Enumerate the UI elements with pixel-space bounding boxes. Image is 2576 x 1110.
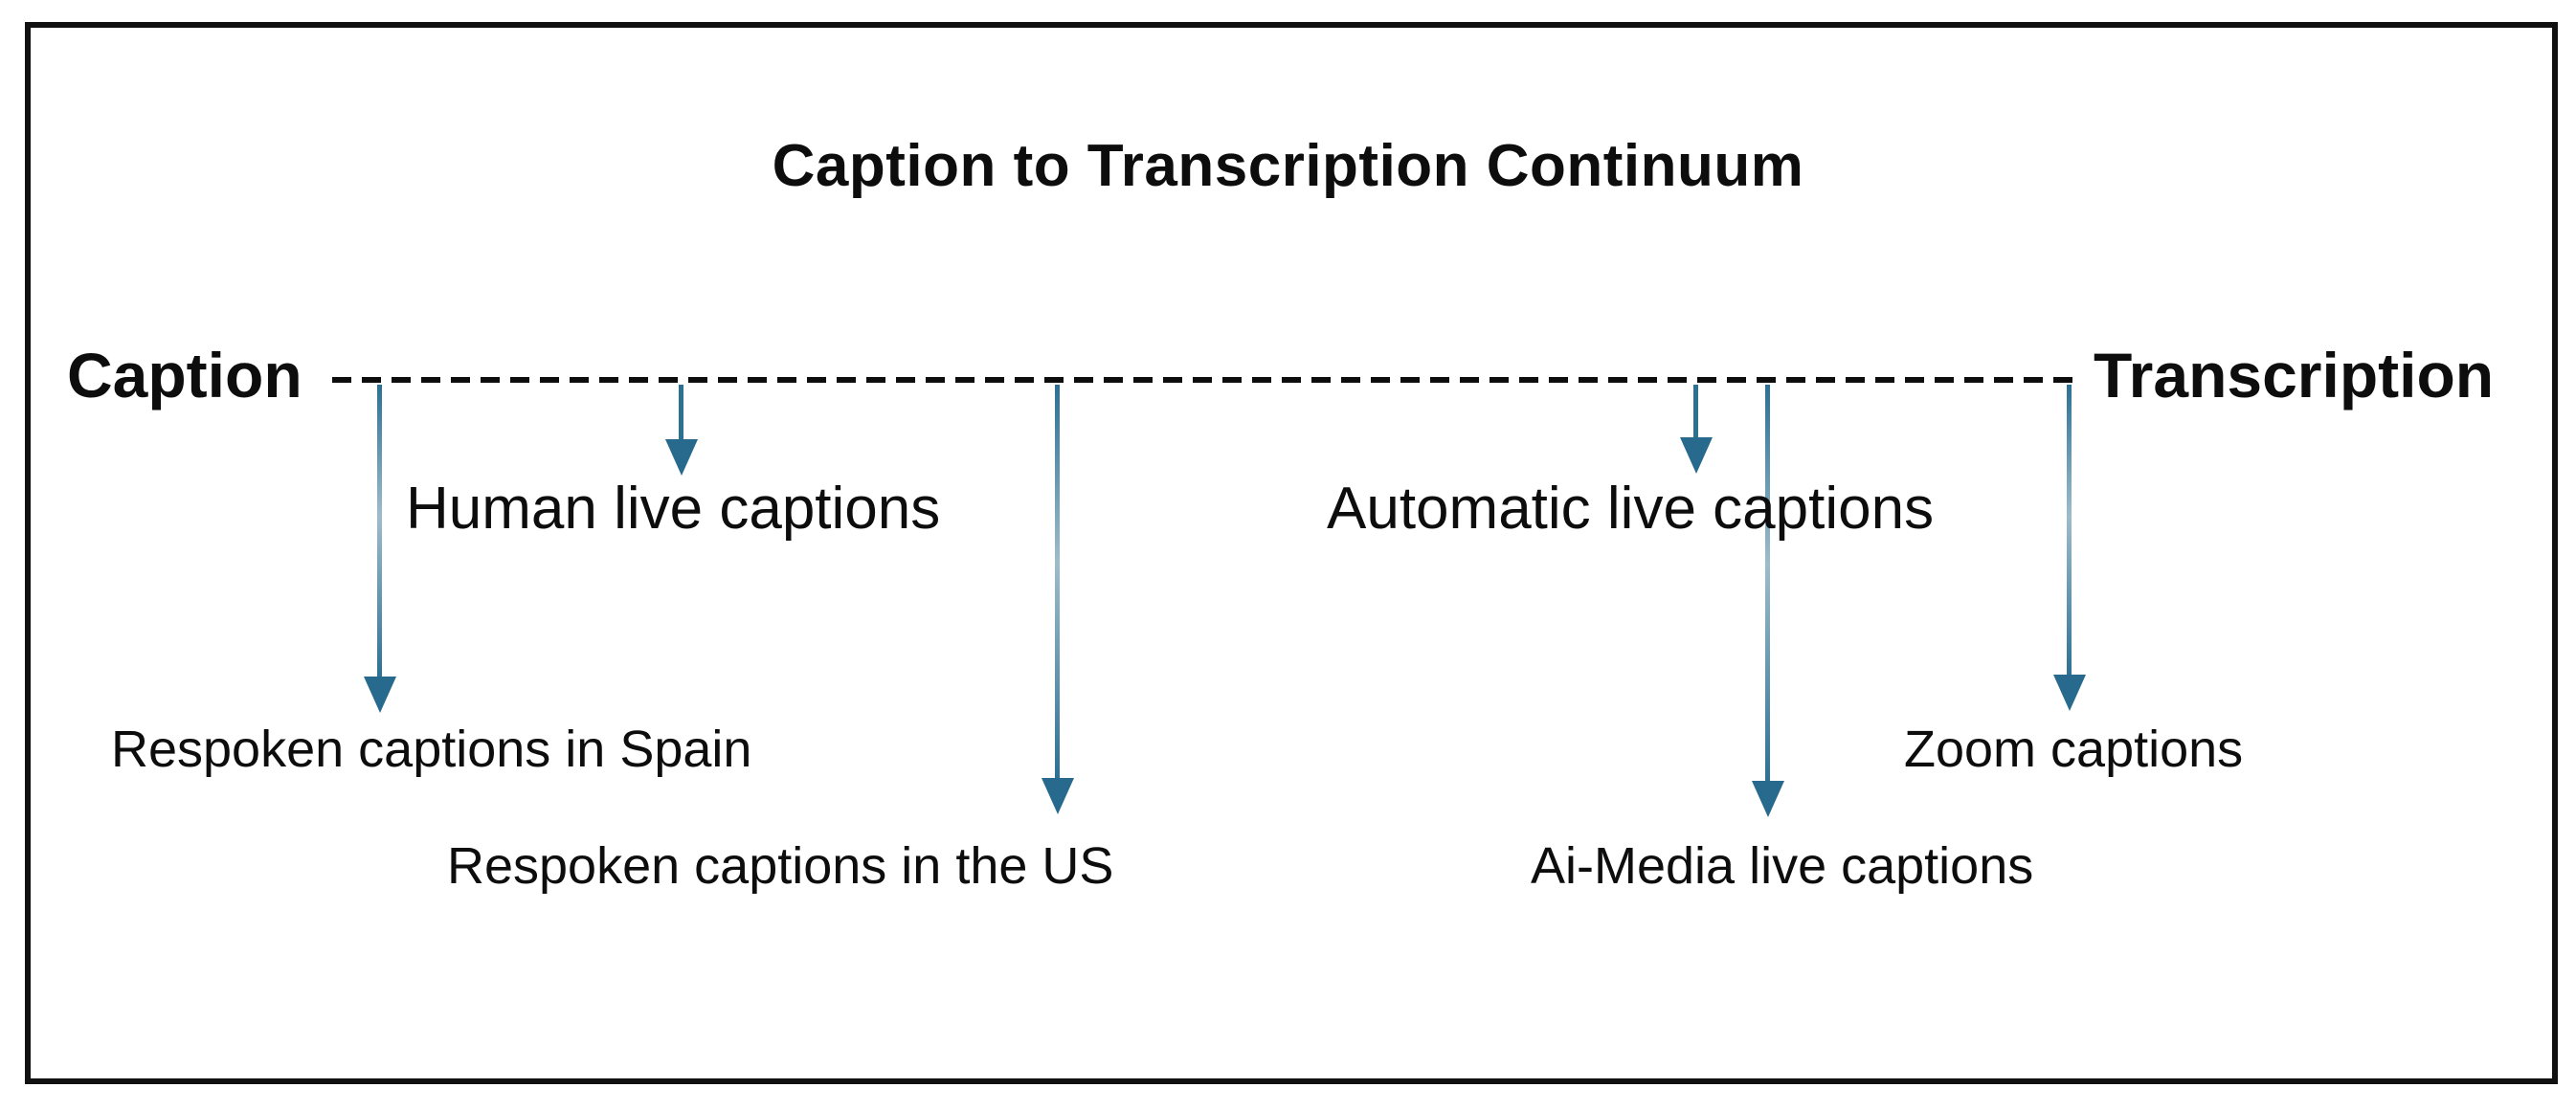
arrow-zoom-captions-head (2053, 675, 2086, 711)
arrow-respoken-us-line (1055, 385, 1060, 780)
label-respoken-captions-spain: Respoken captions in Spain (111, 721, 752, 778)
arrow-human-live-captions-head (665, 439, 698, 476)
arrow-human-live-captions-line (679, 385, 683, 442)
arrow-respoken-spain-head (364, 677, 396, 713)
arrow-zoom-captions-line (2067, 385, 2072, 677)
transcription-endpoint-label: Transcription (2094, 340, 2495, 411)
diagram-border-frame (25, 22, 2558, 1084)
diagram-title: Caption to Transcription Continuum (772, 133, 1804, 199)
arrow-automatic-live-captions-head (1680, 437, 1713, 474)
label-respoken-captions-us: Respoken captions in the US (447, 837, 1114, 895)
arrow-ai-media-line (1765, 385, 1770, 783)
label-zoom-captions: Zoom captions (1904, 721, 2244, 778)
label-automatic-live-captions: Automatic live captions (1327, 476, 1935, 542)
caption-endpoint-label: Caption (67, 340, 302, 411)
arrow-respoken-us-head (1042, 778, 1074, 814)
continuum-dashed-line (332, 377, 2074, 383)
arrow-automatic-live-captions-line (1693, 385, 1698, 440)
label-human-live-captions: Human live captions (406, 476, 941, 542)
arrow-respoken-spain-line (377, 385, 382, 678)
arrow-ai-media-head (1752, 781, 1784, 817)
label-ai-media-live-captions: Ai-Media live captions (1531, 837, 2034, 895)
